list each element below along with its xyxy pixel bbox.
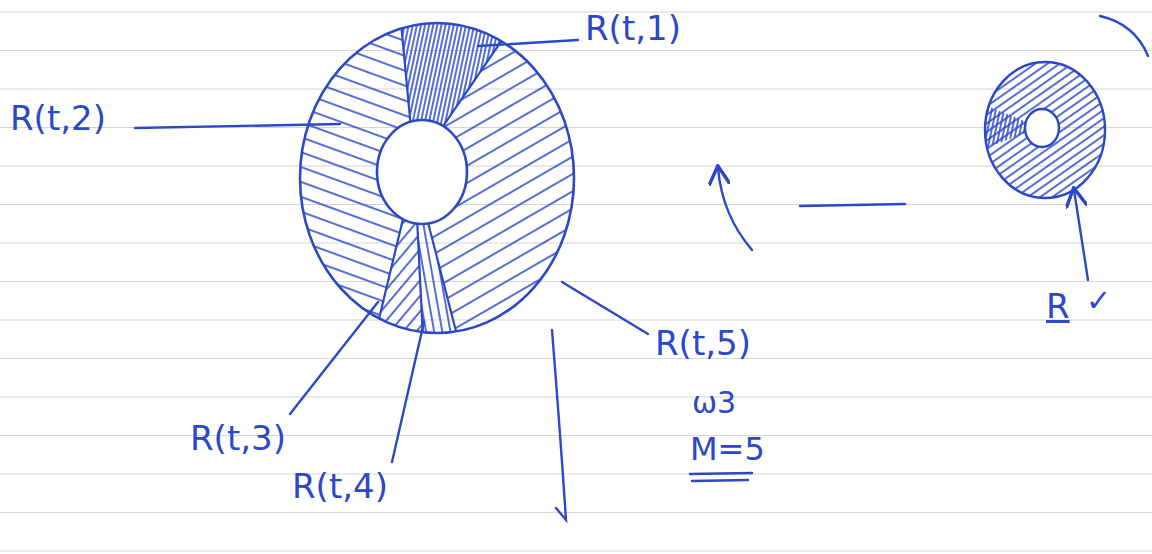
pointer-arrow [1074,190,1088,280]
notebook-rule [0,11,1152,12]
sector-label: R(t,2) [10,100,106,137]
leader-line [392,322,424,462]
sector-boundary [402,28,411,121]
notebook-rule [0,396,1152,397]
leader-line [478,40,578,46]
notebook-rule [0,435,1152,436]
underline [692,480,748,481]
notebook-rule [0,473,1152,474]
outer-border [300,23,574,333]
sector-label: R(t,1) [585,10,681,47]
leader-line [135,124,340,128]
ring-sector [379,219,423,332]
inner-border [1025,109,1059,147]
pen-stroke [800,204,905,206]
sector-boundary [428,223,456,331]
underline [690,473,752,474]
pen-stroke [1100,16,1148,56]
sector-label: R(t,3) [190,420,286,457]
leader-line [290,302,378,414]
sector-ring [300,23,574,333]
notebook-rule [0,358,1152,359]
leader-line [552,330,566,520]
inner-border [377,120,467,224]
ring-hatching [985,107,1026,148]
notebook-rule [0,50,1152,51]
mapping-arrow [718,168,752,250]
sector-boundary [443,41,501,126]
leader-lines [135,16,1148,520]
notebook-rule [0,319,1152,320]
check-mark: ✓ [1086,284,1111,317]
notebook-rule [0,281,1152,282]
notebook-rules [0,12,1152,551]
ring-label: R [1046,288,1070,325]
sector-boundary [379,219,403,318]
small-ring [985,62,1105,198]
outer-border [985,62,1105,198]
notebook-rule [0,165,1152,166]
sector-label: R(t,5) [655,325,751,362]
notebook-rule [0,550,1152,551]
notebook-rule [0,512,1152,513]
sector-label: R(t,4) [292,468,388,505]
leader-line [562,282,648,334]
notebook-rule [0,242,1152,243]
ring-hatching [985,62,1105,198]
note-text: M=5 [690,432,765,467]
note-text: ω3 [692,386,736,419]
notebook-rule [0,204,1152,205]
notebook-rule [0,88,1152,89]
sector-boundary [417,224,422,332]
